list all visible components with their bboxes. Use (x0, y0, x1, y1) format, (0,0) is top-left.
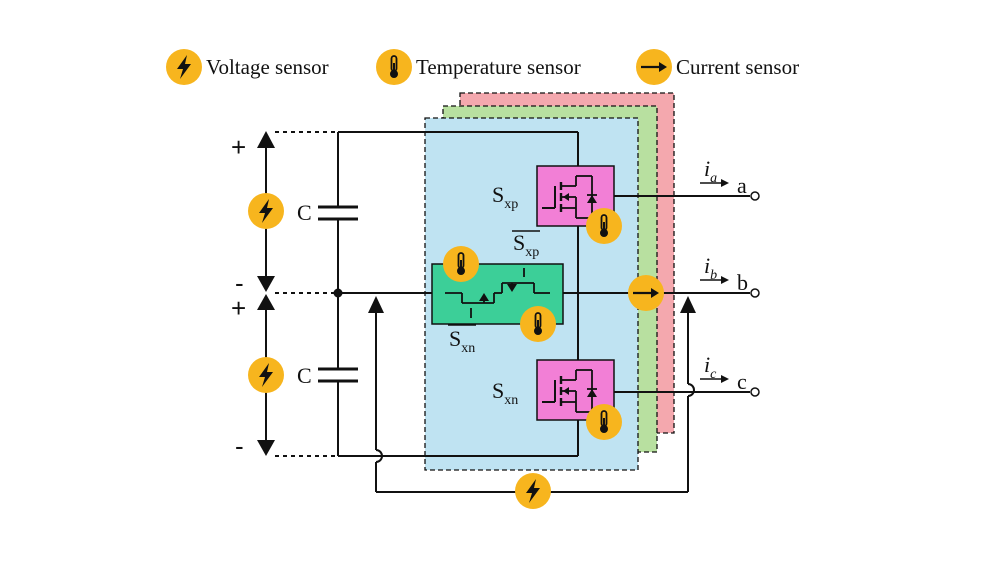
terminal-b-label: b (737, 270, 748, 295)
arrow-right-icon (721, 375, 729, 383)
voltage-sensor-icon (248, 357, 284, 393)
minus-bottom-label: - (235, 431, 244, 461)
sxp-bar-label: Sxp (513, 230, 539, 260)
sxn-label: Sxn (492, 378, 518, 408)
plus-mid-label: + (231, 293, 246, 323)
current-sensor-icon (634, 47, 674, 87)
temperature-sensor-icon (519, 305, 557, 343)
terminal-c (750, 387, 760, 397)
legend-current-label: Current sensor (676, 55, 799, 79)
clamp-switch-symbols (445, 268, 550, 318)
arrow-up-icon (680, 296, 696, 313)
voltage-sensor-icon (515, 473, 551, 509)
terminal-a-label: a (737, 173, 747, 198)
midpoint-node (333, 288, 343, 298)
legend-voltage-label: Voltage sensor (206, 55, 329, 79)
terminal-a (750, 191, 760, 201)
diode-icon (479, 293, 489, 301)
current-ia-label: ia (704, 156, 717, 186)
terminal-b (750, 288, 760, 298)
capacitor-bottom-label: C (297, 363, 312, 388)
capacitor-top-label: C (297, 200, 312, 225)
output-phase-c: ic c (700, 352, 760, 397)
minus-mid-label: - (235, 268, 244, 298)
current-ic-label: ic (704, 352, 717, 382)
source-arrowheads (257, 131, 275, 456)
temperature-sensor-icon (375, 48, 413, 86)
phase-leg-wiring (563, 132, 750, 456)
legend: Voltage sensor Temperature sensor Curren… (166, 47, 799, 87)
arrow-right-icon (721, 276, 729, 284)
voltage-sensor-icon (166, 49, 202, 85)
arrow-right-icon (721, 179, 729, 187)
plus-top-label: + (231, 132, 246, 162)
temperature-sensor-icon (585, 403, 623, 441)
output-phase-a: ia a (700, 156, 760, 201)
legend-temperature-label: Temperature sensor (416, 55, 581, 79)
temperature-sensor-icon (585, 207, 623, 245)
arrow-up-icon (368, 296, 384, 313)
voltage-sensor-icon (248, 193, 284, 229)
temperature-sensor-icon (442, 245, 480, 283)
current-sensor-icon (626, 273, 666, 313)
current-ib-label: ib (704, 253, 717, 283)
sxp-label: Sxp (492, 182, 518, 212)
diode-icon (507, 284, 517, 292)
terminal-c-label: c (737, 369, 747, 394)
sxn-bar-label: Sxn (449, 326, 475, 356)
output-phase-b: ib b (700, 253, 760, 298)
